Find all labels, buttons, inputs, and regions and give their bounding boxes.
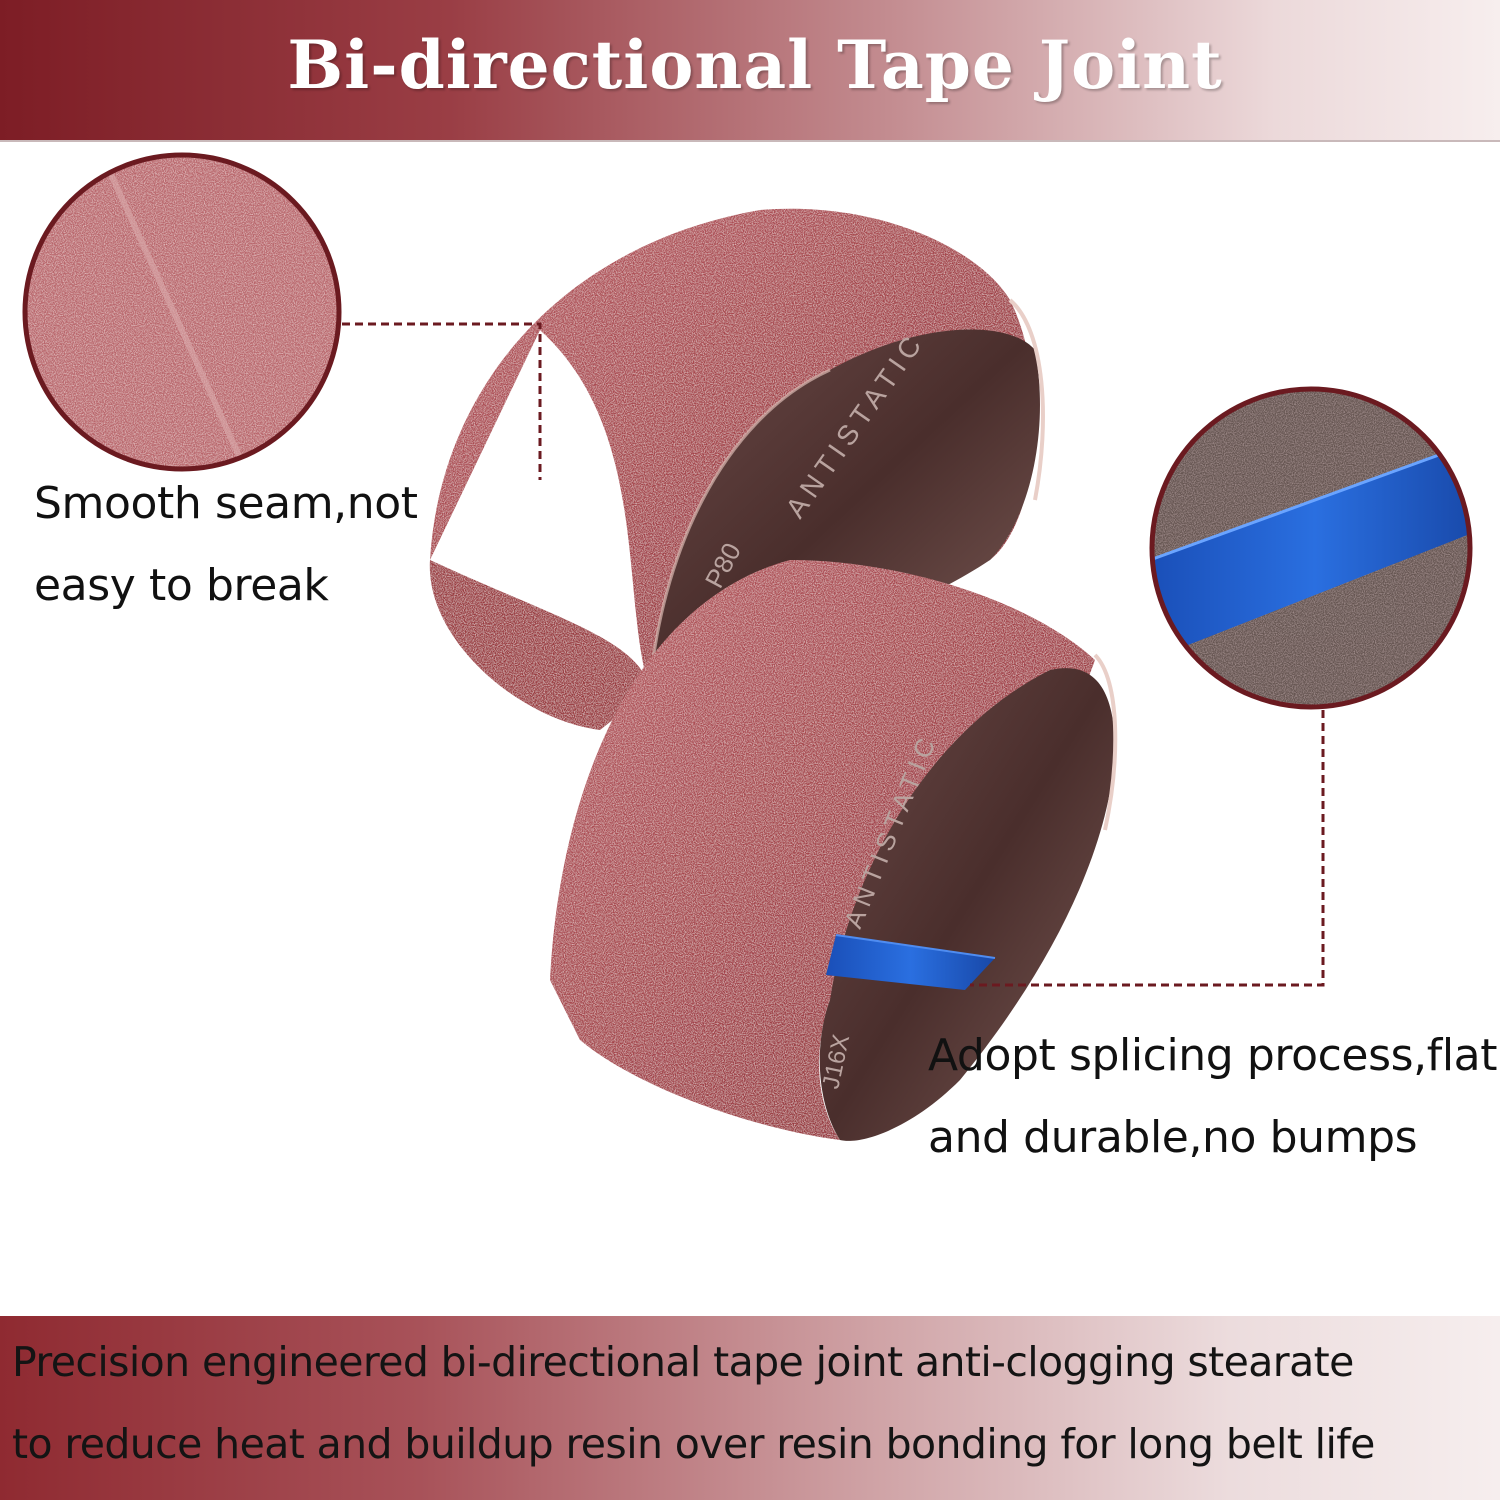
seam-zoom-circle bbox=[22, 152, 342, 472]
front-sanding-belt: ANTISTATIC J16X bbox=[550, 560, 1118, 1141]
footer-line-1: Precision engineered bi-directional tape… bbox=[12, 1338, 1354, 1386]
header-banner: Bi-directional Tape Joint bbox=[0, 0, 1500, 142]
splice-callout-line-1: Adopt splicing process,flat bbox=[928, 1030, 1498, 1081]
splice-callout-line-2: and durable,no bumps bbox=[928, 1112, 1418, 1163]
seam-callout-line-1: Smooth seam,not bbox=[34, 478, 418, 529]
seam-callout-line-2: easy to break bbox=[34, 560, 329, 611]
splice-zoom-circle bbox=[1149, 386, 1473, 710]
splice-connector bbox=[970, 710, 1325, 987]
page-title: Bi-directional Tape Joint bbox=[287, 26, 1223, 104]
back-sanding-belt: P80 ANTISTATIC bbox=[429, 208, 1045, 730]
seam-connector bbox=[342, 322, 542, 480]
footer-line-2: to reduce heat and buildup resin over re… bbox=[12, 1420, 1375, 1468]
footer-banner: Precision engineered bi-directional tape… bbox=[0, 1316, 1500, 1500]
